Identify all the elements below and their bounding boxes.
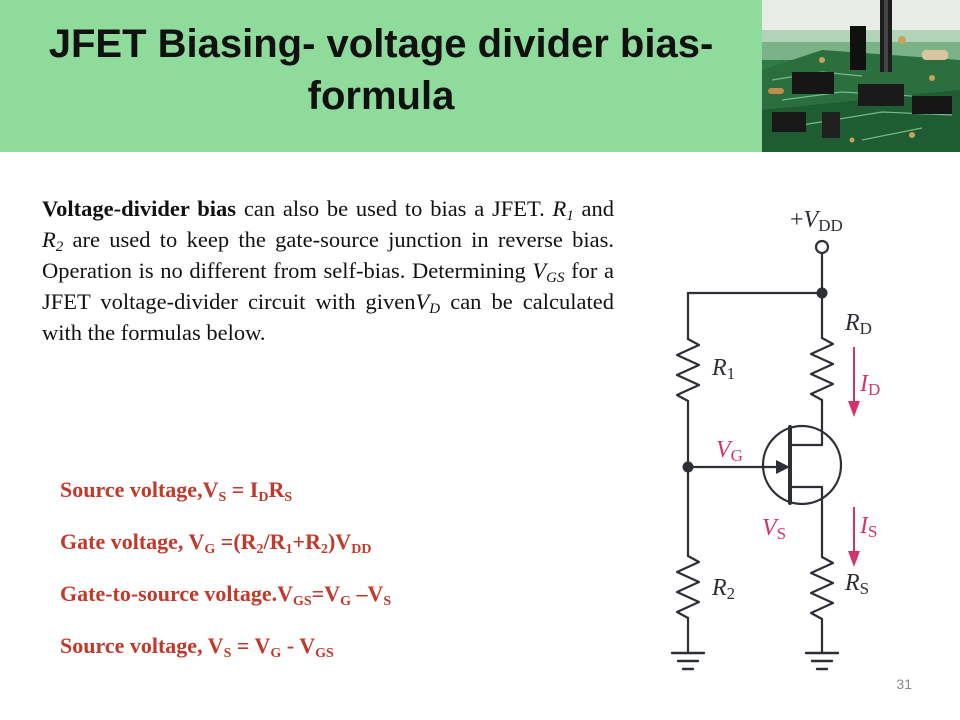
jfet-body-circle	[761, 424, 843, 506]
gate-junction-dot	[682, 461, 694, 473]
drain-wire	[788, 398, 824, 447]
formula-source-voltage: Source voltage,VS = IDRS	[60, 477, 293, 505]
jfet-voltage-divider-circuit: +VDD RD R1 R2 RS ID VG VS IS	[670, 207, 880, 671]
rs-label: RS	[844, 570, 869, 598]
header-band	[0, 0, 762, 152]
rd-label: RD	[844, 310, 872, 338]
slide-title: JFET Biasing- voltage divider bias-formu…	[0, 18, 762, 122]
circuit-board-photo	[762, 0, 960, 152]
ground-symbol-right	[804, 651, 840, 671]
is-label: IS	[859, 513, 877, 541]
rs-resistor	[809, 555, 835, 621]
r2-resistor	[675, 554, 701, 620]
rd-resistor	[809, 336, 835, 402]
id-label: ID	[859, 371, 880, 399]
title-line-2: formula	[307, 74, 455, 118]
formula-list: Source voltage,VS = IDRS Gate voltage, V…	[60, 474, 620, 682]
is-arrow-head	[848, 551, 860, 567]
explanation-paragraph: Voltage-divider bias can also be used to…	[42, 196, 615, 345]
title-line-1: JFET Biasing- voltage divider bias-	[48, 22, 714, 66]
r2-label: R2	[711, 575, 735, 603]
vdd-terminal	[814, 239, 830, 255]
formula-gate-to-source-voltage: Gate-to-source voltage.VGS=VG –VS	[60, 581, 392, 609]
source-wire	[788, 485, 824, 559]
vg-label: VG	[716, 437, 743, 465]
top-junction-dot	[816, 287, 828, 299]
ground-symbol-left	[670, 651, 706, 671]
formula-gate-voltage: Gate voltage, VG =(R2/R1+R2)VDD	[60, 529, 372, 557]
vdd-label: +VDD	[790, 207, 843, 235]
page-number: 31	[896, 676, 912, 692]
r1-resistor	[675, 337, 701, 403]
id-arrow-head	[848, 401, 860, 417]
r1-label: R1	[711, 355, 735, 383]
formula-source-voltage-alt: Source voltage, VS = VG - VGS	[60, 633, 334, 661]
vs-label: VS	[762, 515, 786, 543]
jfet-gate-arrow	[776, 460, 790, 474]
